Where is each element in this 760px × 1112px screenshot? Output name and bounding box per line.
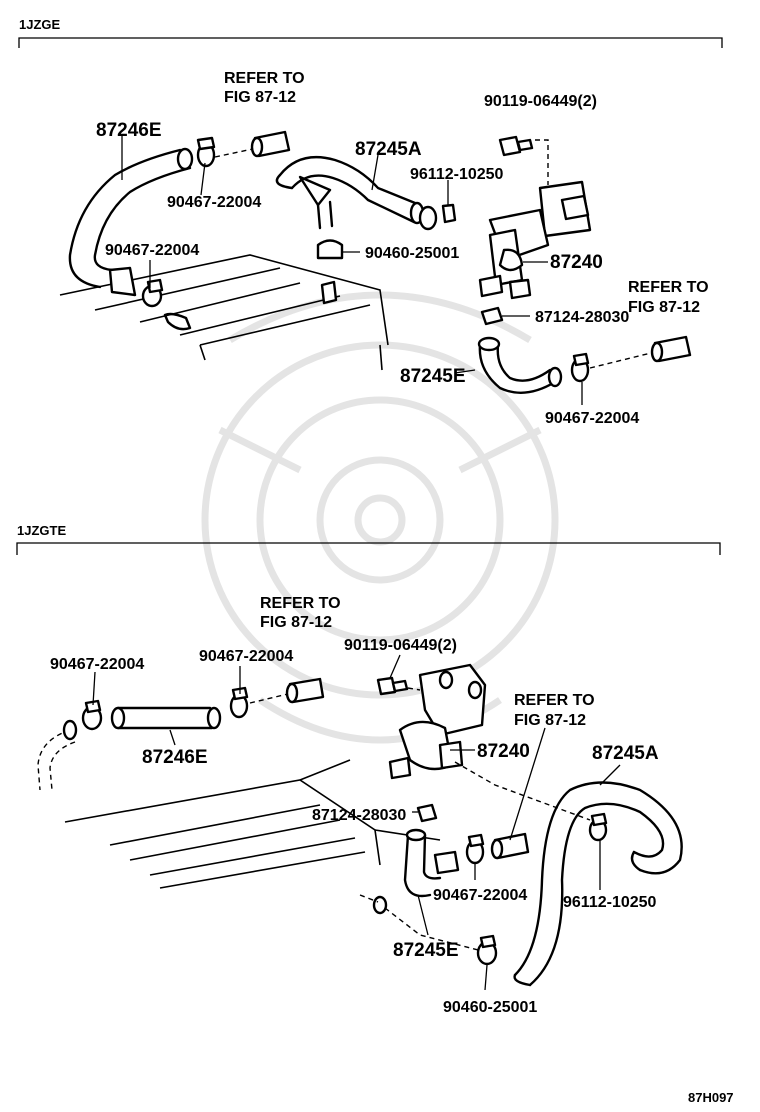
gasket-87124-2: [416, 803, 438, 823]
label-87124-28030-2: 87124-28030: [312, 807, 406, 824]
hose-87246e-2: [110, 706, 222, 730]
section-1jzgte: 1JZGTE: [16, 523, 721, 1016]
clamp-90467-lower: [141, 278, 164, 308]
label-90467-22004-f: 90467-22004: [433, 887, 527, 904]
engine-block-outline-2: [64, 759, 441, 889]
pipe-refer-top: [250, 130, 291, 158]
valve-87240: [478, 180, 592, 300]
hose-87245a-2: [513, 781, 683, 987]
label-refer-to: REFER TO: [224, 70, 305, 87]
label-refer-to-3: REFER TO: [260, 595, 341, 612]
label-90119-06449-2: 90119-06449(2): [344, 637, 457, 654]
label-96112-10250: 96112-10250: [410, 166, 504, 183]
engine-block-outline: [59, 254, 389, 371]
clamp-90467-upper: [196, 136, 216, 168]
label-90467-22004-d: 90467-22004: [50, 656, 144, 673]
label-refer-fig-3: FIG 87-12: [260, 614, 332, 631]
label-87246e-2: 87246E: [142, 747, 208, 768]
hose-87245e: [477, 336, 563, 394]
section-title-1jzgte: 1JZGTE: [17, 523, 66, 538]
watermark-logo: [201, 291, 559, 744]
hose-end-left: [37, 719, 78, 791]
bolt-90119: [498, 135, 534, 157]
label-refer-to-4: REFER TO: [514, 692, 595, 709]
label-90460-25001: 90460-25001: [365, 245, 459, 262]
leader-lines-2: [92, 654, 621, 991]
hose-87246e: [68, 147, 194, 297]
bolt-90119-2: [376, 676, 409, 696]
clamp-90467-mid: [229, 686, 249, 719]
label-90460-25001-2: 90460-25001: [443, 999, 537, 1016]
clamp-90460: [316, 239, 344, 260]
valve-87240-2: [388, 663, 487, 780]
figure-id: 87H097: [688, 1090, 734, 1105]
hose-87245a: [275, 156, 425, 230]
label-96112-10250-2: 96112-10250: [563, 894, 657, 911]
pipe-refer-right: [650, 335, 692, 363]
clamp-96112-2: [588, 812, 608, 842]
label-90119-06449: 90119-06449(2): [484, 93, 597, 110]
label-90467-22004-e: 90467-22004: [199, 648, 293, 665]
label-90467-22004-b: 90467-22004: [105, 242, 199, 259]
clamp-96112: [418, 203, 457, 231]
clamp-90467-right: [570, 352, 590, 383]
clamp-90467-left: [81, 699, 103, 731]
section-bracket-1: [18, 37, 723, 48]
label-87246e: 87246E: [96, 120, 162, 141]
leader-lines-1: [121, 135, 583, 405]
pipe-refer-mid: [490, 832, 530, 860]
pipe-refer-top-2: [285, 677, 325, 704]
label-90467-22004-a: 90467-22004: [167, 194, 261, 211]
clamp-90460-2: [476, 934, 498, 966]
label-90467-22004-c: 90467-22004: [545, 410, 639, 427]
section-bracket-2: [16, 542, 721, 555]
label-87240-2: 87240: [477, 741, 530, 762]
label-87240: 87240: [550, 252, 603, 273]
label-87245e: 87245E: [400, 366, 466, 387]
gasket-87124: [480, 306, 504, 326]
clamp-90467-right-2: [465, 833, 485, 865]
label-refer-fig-4: FIG 87-12: [514, 712, 586, 729]
hose-87245e-2: [403, 828, 460, 898]
label-refer-fig: FIG 87-12: [224, 89, 296, 106]
label-87124-28030: 87124-28030: [535, 309, 629, 326]
label-refer-fig-2: FIG 87-12: [628, 299, 700, 316]
label-87245a: 87245A: [355, 139, 422, 160]
section-1jzge: 1JZGE: [18, 17, 723, 427]
label-87245e-2: 87245E: [393, 940, 459, 961]
section-title-1jzge: 1JZGE: [19, 17, 61, 32]
label-refer-to-2: REFER TO: [628, 279, 709, 296]
dashed-connections-2: [407, 687, 591, 821]
pipe-stub-lower: [359, 894, 479, 951]
label-87245a-2: 87245A: [592, 743, 659, 764]
